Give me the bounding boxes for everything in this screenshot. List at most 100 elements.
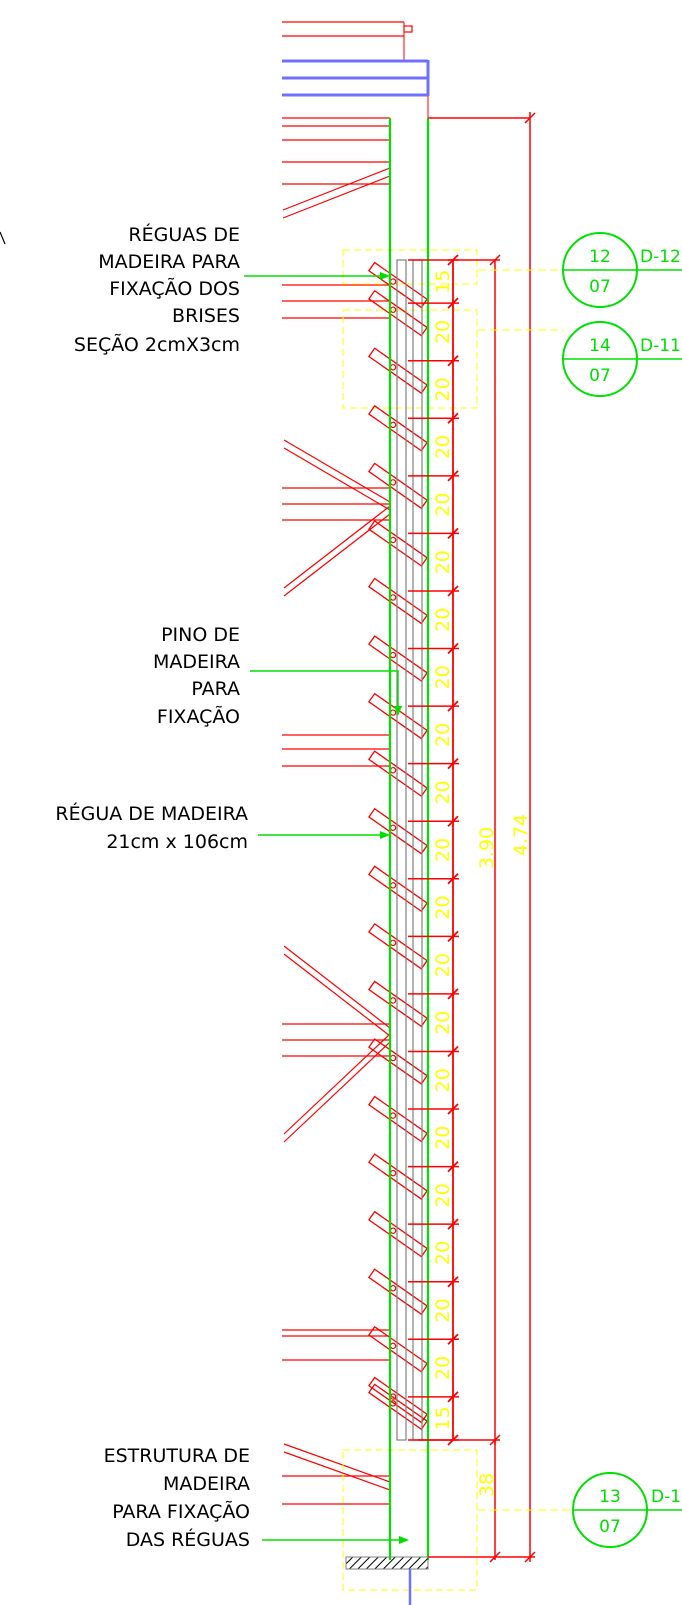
brise-slat-body bbox=[368, 1325, 428, 1373]
brise-slat-body bbox=[368, 980, 428, 1028]
brise-slat bbox=[368, 1153, 428, 1200]
annotation-line: MADEIRA PARA bbox=[98, 251, 240, 273]
brise-slat-body bbox=[368, 289, 428, 337]
dimension-tick bbox=[447, 988, 459, 1000]
annotation-line: ESTRUTURA DE bbox=[104, 1445, 250, 1467]
brise-slat bbox=[368, 577, 428, 625]
brise-slat-body bbox=[368, 635, 428, 682]
base-block bbox=[345, 1556, 429, 1605]
top-fixture bbox=[282, 21, 430, 118]
annotation-line: DAS RÉGUAS bbox=[126, 1528, 250, 1551]
brise-slat-body bbox=[368, 1210, 428, 1258]
spacing-dimension-label: 20 bbox=[432, 377, 454, 401]
dimension-tick bbox=[447, 815, 459, 827]
detail-callout-2-number: 14 bbox=[589, 336, 611, 356]
detail-callout-3-number: 13 bbox=[599, 1487, 621, 1507]
brise-slat-body bbox=[368, 577, 428, 625]
spacing-dimension-label: 20 bbox=[432, 780, 454, 804]
overall-dimension-lines bbox=[418, 112, 536, 1563]
brise-slat bbox=[368, 462, 428, 510]
detail-callout-2-sheet: 07 bbox=[589, 366, 611, 386]
dimension-outer-total: 4.74 bbox=[510, 814, 532, 856]
spacing-dimension-label: 20 bbox=[432, 1183, 454, 1207]
spacing-dimension-label: 15 bbox=[432, 269, 454, 293]
brise-slat bbox=[368, 1095, 428, 1143]
spacing-dimension-label: 15 bbox=[432, 1406, 454, 1430]
detail-callout-2-ref: D-11 bbox=[640, 336, 681, 356]
detail-boxes bbox=[342, 249, 478, 1591]
dimension-tick bbox=[447, 585, 459, 597]
dimension-tick bbox=[447, 470, 459, 482]
brise-slat-body bbox=[368, 865, 428, 913]
brise-slat bbox=[368, 347, 428, 395]
spacing-dimension-label: 20 bbox=[432, 723, 454, 747]
dimension-tick bbox=[447, 412, 459, 424]
brise-slat-body bbox=[368, 1153, 428, 1200]
annotation-line: PINO DE bbox=[161, 624, 240, 646]
brise-slat bbox=[368, 1210, 428, 1258]
brise-slat-body bbox=[368, 347, 428, 395]
spacing-dimension-label: 20 bbox=[432, 1241, 454, 1265]
brise-slat bbox=[368, 865, 428, 913]
dimension-tick bbox=[447, 930, 459, 942]
dimension-tick bbox=[447, 1391, 459, 1403]
spacing-dimension-label: 20 bbox=[432, 665, 454, 689]
dimension-tick bbox=[447, 1276, 459, 1288]
brise-slat bbox=[368, 1268, 428, 1316]
brise-slat bbox=[368, 1325, 428, 1373]
dimension-tick bbox=[447, 1045, 459, 1058]
spacing-dimension-chain: 1520202020202020202020202020202020202020… bbox=[408, 254, 459, 1446]
dimension-tick bbox=[447, 527, 459, 540]
annotation-wood-pin: PINO DE MADEIRA PARA FIXAÇÃO bbox=[153, 624, 240, 728]
annotation-line: PARA FIXAÇÃO bbox=[112, 1500, 250, 1523]
annotation-line: FIXAÇÃO DOS bbox=[109, 277, 240, 300]
dimension-tick bbox=[447, 1333, 459, 1345]
annotation-line: PARA bbox=[191, 678, 240, 700]
detail-callout-1: 12 07 D-12 bbox=[478, 232, 682, 308]
brise-slat bbox=[368, 922, 428, 970]
annotation-line: 21cm x 106cm bbox=[106, 831, 248, 853]
detail-callout-1-ref: D-12 bbox=[640, 247, 681, 267]
brise-slat-body bbox=[368, 807, 428, 855]
dimension-bottom: 38 bbox=[476, 1473, 498, 1497]
annotation-fixing-battens: RÉGUAS DE MADEIRA PARA FIXAÇÃO DOS BRISE… bbox=[74, 223, 240, 356]
dimension-tick bbox=[447, 642, 459, 655]
brise-slat-body bbox=[368, 1095, 428, 1143]
annotation-wood-structure: ESTRUTURA DE MADEIRA PARA FIXAÇÃO DAS RÉ… bbox=[104, 1445, 250, 1551]
detail-callout-2: 14 07 D-11 bbox=[478, 321, 682, 397]
spacing-dimension-label: 20 bbox=[432, 608, 454, 632]
brise-slat-body bbox=[368, 404, 428, 452]
dimension-tick bbox=[447, 1160, 459, 1173]
spacing-dimension-label: 20 bbox=[432, 953, 454, 977]
annotation-line: RÉGUA DE MADEIRA bbox=[55, 802, 248, 825]
detail-callout-1-sheet: 07 bbox=[589, 277, 611, 297]
detail-callout-3: 13 07 D-1 bbox=[478, 1472, 682, 1548]
dimension-inner-total: 3.90 bbox=[476, 827, 498, 869]
annotation-line: FIXAÇÃO bbox=[157, 705, 240, 728]
brise-slat bbox=[368, 404, 428, 452]
dimension-tick bbox=[447, 758, 459, 770]
wood-structure bbox=[388, 118, 430, 1560]
annotation-line: RÉGUAS DE bbox=[128, 223, 240, 246]
dimension-tick bbox=[447, 700, 459, 712]
brise-slat bbox=[368, 750, 428, 798]
brise-slat-body bbox=[368, 462, 428, 510]
spacing-dimension-label: 20 bbox=[432, 320, 454, 344]
brise-slat bbox=[368, 807, 428, 855]
spacing-dimension-label: 20 bbox=[432, 1298, 454, 1322]
annotation-line: MADEIRA bbox=[153, 651, 240, 673]
detail-callout-3-sheet: 07 bbox=[599, 1517, 621, 1537]
brise-slat-body bbox=[368, 520, 428, 567]
brise-slat-body bbox=[368, 1268, 428, 1316]
spacing-dimension-label: 20 bbox=[432, 493, 454, 517]
brise-slat-body bbox=[368, 922, 428, 970]
brise-slat-body bbox=[368, 1038, 428, 1085]
spacing-dimension-label: 20 bbox=[432, 1068, 454, 1092]
brise-slat bbox=[368, 980, 428, 1028]
brise-slat bbox=[368, 289, 428, 337]
spacing-dimension-label: 20 bbox=[432, 1126, 454, 1150]
dimension-tick bbox=[447, 1103, 459, 1115]
brise-slat-body bbox=[368, 692, 428, 740]
detail-callout-3-ref: D-1 bbox=[651, 1487, 681, 1507]
